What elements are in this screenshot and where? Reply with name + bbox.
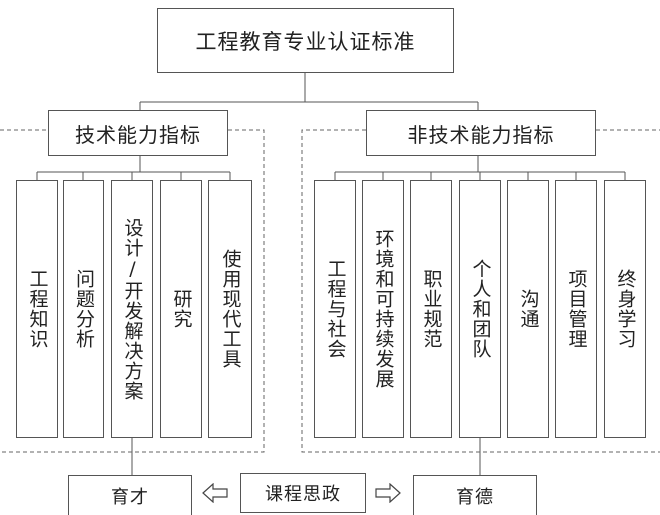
root-node: 工程教育专业认证标准 — [157, 8, 454, 73]
branch-technical-label: 技术能力指标 — [75, 122, 201, 147]
leaf-item: 设计/开发解决方案 — [111, 180, 153, 438]
bottom-left-box: 育才 — [68, 475, 192, 515]
leaf-item: 项目管理 — [555, 180, 597, 438]
branch-technical: 技术能力指标 — [48, 110, 228, 156]
bottom-left-label: 育才 — [111, 486, 149, 508]
bottom-right-box: 育德 — [413, 475, 537, 515]
leaf-item: 环境和可持续发展 — [362, 180, 404, 438]
leaf-item: 沟通 — [507, 180, 549, 438]
leaf-item: 终身学习 — [604, 180, 646, 438]
hollow-right-arrow-icon — [375, 483, 401, 503]
leaf-item: 使用现代工具 — [208, 180, 252, 438]
leaf-label: 环境和可持续发展 — [372, 229, 395, 389]
leaf-item: 研究 — [160, 180, 202, 438]
leaf-label: 工程知识 — [26, 269, 49, 349]
leaf-label: 个人和团队 — [469, 259, 492, 359]
leaf-label: 终身学习 — [614, 269, 637, 349]
leaf-label: 使用现代工具 — [219, 249, 242, 369]
leaf-item: 职业规范 — [410, 180, 452, 438]
hollow-left-arrow-icon — [202, 483, 228, 503]
branch-nontechnical-label: 非技术能力指标 — [407, 122, 555, 147]
bottom-center-label: 课程思政 — [265, 484, 341, 505]
branch-nontechnical: 非技术能力指标 — [366, 110, 596, 156]
leaf-item: 工程与社会 — [314, 180, 356, 438]
leaf-label: 项目管理 — [565, 269, 588, 349]
leaf-label: 沟通 — [517, 289, 540, 329]
bottom-right-label: 育德 — [456, 486, 494, 508]
root-label: 工程教育专业认证标准 — [195, 29, 416, 54]
bottom-center-box: 课程思政 — [240, 473, 366, 513]
leaf-item: 工程知识 — [16, 180, 58, 438]
leaf-label: 问题分析 — [73, 269, 95, 349]
leaf-label: 职业规范 — [420, 269, 443, 349]
leaf-item: 个人和团队 — [459, 180, 501, 438]
leaf-label: 设计/开发解决方案 — [121, 217, 144, 401]
leaf-label: 工程与社会 — [324, 259, 347, 359]
leaf-label: 研究 — [170, 289, 193, 329]
leaf-item: 问题分析 — [63, 180, 104, 438]
